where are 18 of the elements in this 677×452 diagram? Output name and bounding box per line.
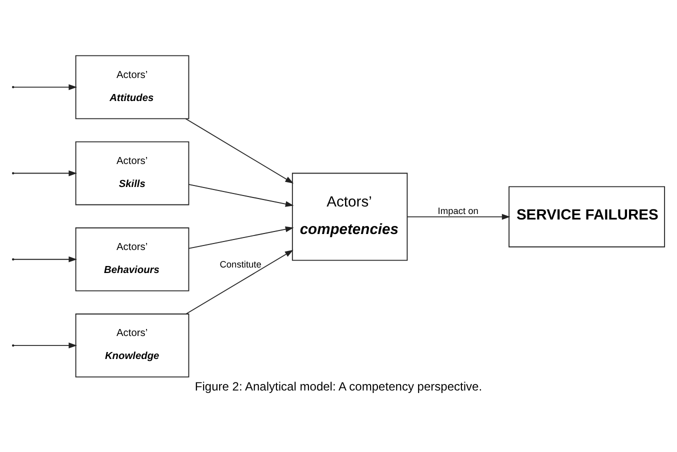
node-box: Actors’ Skills	[75, 140, 190, 205]
node-box: SERVICE FAILURES	[508, 186, 666, 247]
node-box: Actors’ Knowledge	[75, 313, 190, 377]
arrow	[185, 118, 294, 184]
arrow	[13, 84, 78, 90]
edge-label: Impact on	[438, 206, 478, 216]
arrow	[13, 170, 78, 176]
node-box: Actors’ Attitudes	[75, 54, 190, 119]
arrow	[406, 213, 510, 220]
node-box: Actors’ competencies	[292, 172, 408, 260]
edge-label: Constitute	[220, 259, 262, 270]
arrow	[188, 184, 294, 206]
arrow	[188, 226, 294, 248]
arrow	[13, 256, 78, 262]
node-box: Actors’ Behaviours	[75, 226, 190, 291]
caption: Figure 2: Analytical model: A competency perspective.	[194, 378, 482, 393]
arrow	[13, 342, 78, 348]
arrow	[186, 249, 294, 314]
